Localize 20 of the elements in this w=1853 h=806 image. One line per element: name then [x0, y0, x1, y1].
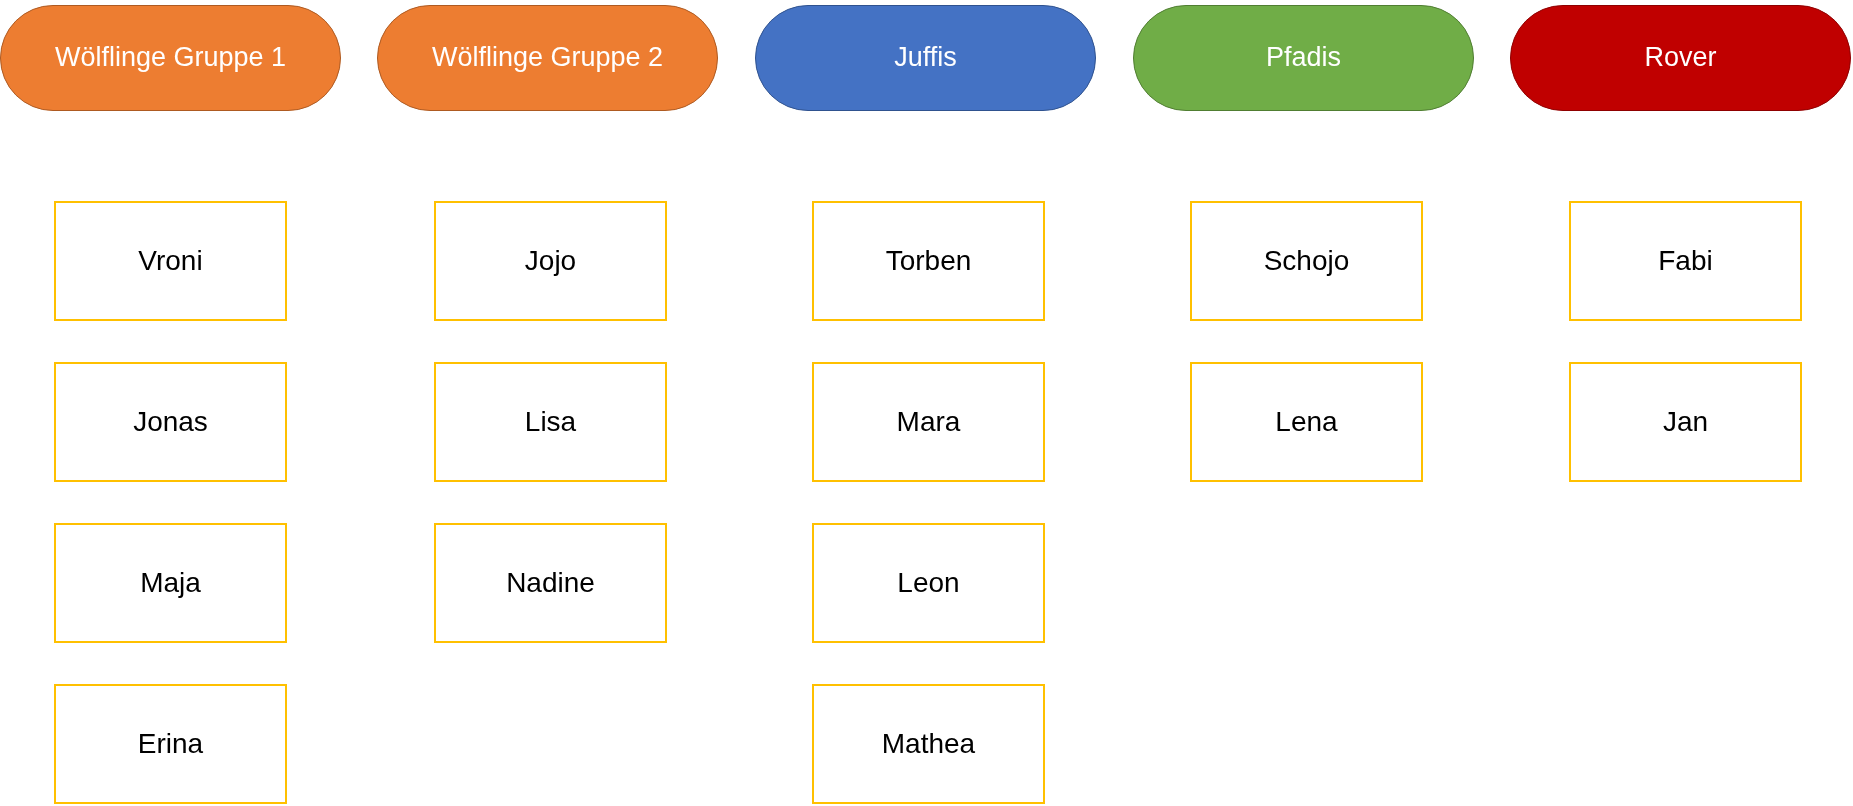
name-box: Jonas	[54, 362, 287, 482]
name-box: Jan	[1569, 362, 1802, 482]
name-box: Erina	[54, 684, 287, 804]
name-box: Jojo	[434, 201, 667, 321]
name-box: Nadine	[434, 523, 667, 643]
name-box: Lisa	[434, 362, 667, 482]
name-box: Torben	[812, 201, 1045, 321]
group-pill: Juffis	[755, 5, 1096, 111]
name-box: Leon	[812, 523, 1045, 643]
name-box: Vroni	[54, 201, 287, 321]
name-box: Fabi	[1569, 201, 1802, 321]
group-pill: Wölflinge Gruppe 2	[377, 5, 718, 111]
group-pill: Rover	[1510, 5, 1851, 111]
name-box: Mathea	[812, 684, 1045, 804]
name-box: Mara	[812, 362, 1045, 482]
name-box: Schojo	[1190, 201, 1423, 321]
group-pill: Pfadis	[1133, 5, 1474, 111]
name-box: Lena	[1190, 362, 1423, 482]
name-box: Maja	[54, 523, 287, 643]
group-pill: Wölflinge Gruppe 1	[0, 5, 341, 111]
